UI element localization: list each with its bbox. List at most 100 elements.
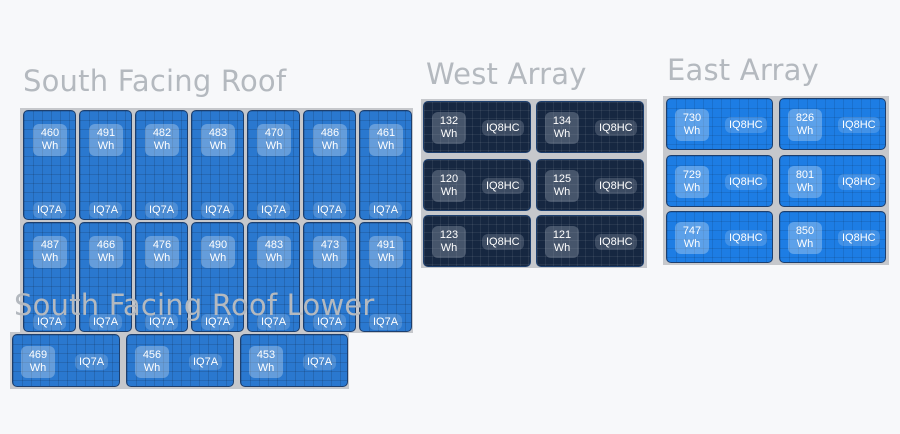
microinverter-model-label: IQ8HC <box>725 174 767 190</box>
energy-unit: Wh <box>265 140 283 152</box>
energy-unit: Wh <box>41 140 59 152</box>
energy-unit: Wh <box>553 128 571 140</box>
microinverter-model-label: IQ7A <box>89 314 123 330</box>
energy-unit: Wh <box>440 242 458 254</box>
energy-unit: Wh <box>29 362 47 374</box>
energy-unit: Wh <box>553 186 571 198</box>
microinverter-model-label: IQ7A <box>303 354 337 370</box>
energy-unit: Wh <box>321 140 339 152</box>
energy-unit: Wh <box>440 128 458 140</box>
microinverter-model-label: IQ8HC <box>838 117 880 133</box>
energy-unit: Wh <box>440 186 458 198</box>
energy-unit: Wh <box>377 252 395 264</box>
microinverter-model-label: IQ7A <box>313 314 347 330</box>
microinverter-model-label: IQ7A <box>89 202 123 218</box>
microinverter-model-label: IQ8HC <box>595 234 637 250</box>
energy-unit: Wh <box>209 140 227 152</box>
energy-value: 473 <box>320 239 340 251</box>
microinverter-model-label: IQ7A <box>33 314 67 330</box>
energy-value: 476 <box>152 239 172 251</box>
microinverter-model-label: IQ7A <box>145 202 179 218</box>
microinverter-model-label: IQ8HC <box>838 230 880 246</box>
microinverter-model-label: IQ8HC <box>482 234 524 250</box>
energy-value: 121 <box>552 229 572 241</box>
energy-unit: Wh <box>683 182 701 194</box>
microinverter-model-label: IQ8HC <box>725 117 767 133</box>
energy-value: 125 <box>552 173 572 185</box>
group-label-west-array: West Array <box>426 57 587 91</box>
microinverter-model-label: IQ8HC <box>482 120 524 136</box>
energy-value: 453 <box>256 349 276 361</box>
energy-unit: Wh <box>377 140 395 152</box>
energy-unit: Wh <box>153 252 171 264</box>
energy-value: 801 <box>795 169 815 181</box>
energy-value: 747 <box>682 225 702 237</box>
energy-value: 123 <box>439 229 459 241</box>
microinverter-model-label: IQ7A <box>201 314 235 330</box>
microinverter-model-label: IQ8HC <box>725 230 767 246</box>
microinverter-model-label: IQ7A <box>33 202 67 218</box>
energy-value: 486 <box>320 127 340 139</box>
microinverter-model-label: IQ7A <box>201 202 235 218</box>
microinverter-model-label: IQ8HC <box>838 174 880 190</box>
energy-value: 729 <box>682 169 702 181</box>
energy-unit: Wh <box>143 362 161 374</box>
energy-value: 483 <box>208 127 228 139</box>
energy-value: 120 <box>439 173 459 185</box>
energy-value: 456 <box>142 349 162 361</box>
energy-value: 482 <box>152 127 172 139</box>
microinverter-model-label: IQ7A <box>369 202 403 218</box>
energy-value: 460 <box>40 127 60 139</box>
energy-unit: Wh <box>796 238 814 250</box>
energy-value: 470 <box>264 127 284 139</box>
microinverter-model-label: IQ7A <box>257 202 291 218</box>
